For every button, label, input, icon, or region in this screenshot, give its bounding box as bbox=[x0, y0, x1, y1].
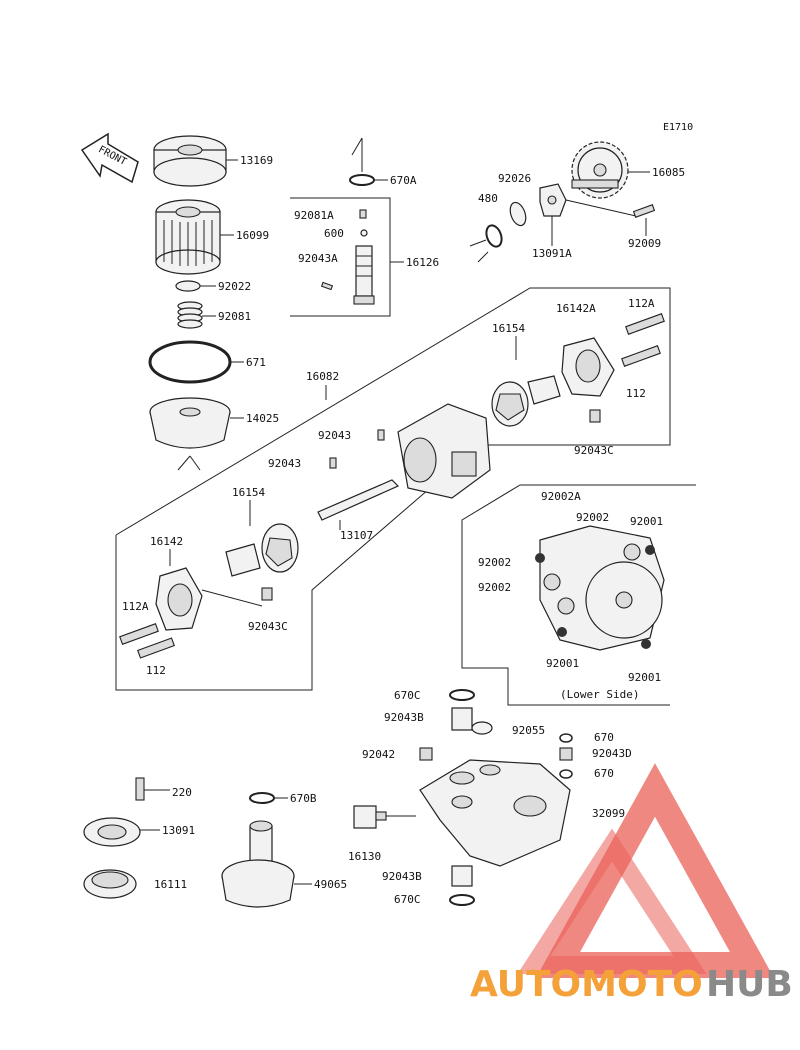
label-92026: 92026 bbox=[498, 172, 531, 185]
part-13107-shaft bbox=[317, 479, 400, 521]
label-671: 671 bbox=[246, 356, 266, 369]
label-92001-b: 92001 bbox=[546, 657, 579, 670]
label-16130: 16130 bbox=[348, 850, 381, 863]
label-670C-bot: 670C bbox=[394, 893, 421, 906]
label-14025: 14025 bbox=[246, 412, 279, 425]
part-670B-o-ring bbox=[249, 792, 275, 804]
label-16142A: 16142A bbox=[556, 302, 596, 315]
label-13091A: 13091A bbox=[532, 247, 572, 260]
label-92055: 92055 bbox=[512, 724, 545, 737]
label-92043B-bot: 92043B bbox=[382, 870, 422, 883]
part-16130-fitting bbox=[353, 805, 387, 829]
label-16099: 16099 bbox=[236, 229, 269, 242]
label-92043C-left: 92043C bbox=[248, 620, 288, 633]
label-16085: 16085 bbox=[652, 166, 685, 179]
label-112-left: 112 bbox=[146, 664, 166, 677]
part-pump-lower-side bbox=[535, 525, 665, 651]
label-670A: 670A bbox=[390, 174, 417, 187]
label-92002-a: 92002 bbox=[576, 511, 609, 524]
part-16111-screen bbox=[83, 869, 137, 899]
label-92001-c: 92001 bbox=[628, 671, 661, 684]
label-92043-1: 92043 bbox=[318, 429, 351, 442]
label-92001-a: 92001 bbox=[630, 515, 663, 528]
label-92042: 92042 bbox=[362, 748, 395, 761]
part-16154-rotor-left bbox=[225, 523, 299, 577]
part-16142A-cover bbox=[561, 337, 615, 397]
label-16154-top: 16154 bbox=[492, 322, 525, 335]
label-92002-b: 92002 bbox=[478, 556, 511, 569]
label-670B: 670B bbox=[290, 792, 317, 805]
part-16154-rotor-top bbox=[491, 375, 561, 427]
label-92002A: 92002A bbox=[541, 490, 581, 503]
part-16085-gear bbox=[571, 141, 629, 199]
watermark-text: AUTOMOTO HUB bbox=[470, 964, 793, 1005]
label-112-top: 112 bbox=[626, 387, 646, 400]
part-14025-cover bbox=[149, 397, 231, 449]
label-480: 480 bbox=[478, 192, 498, 205]
watermark-brand-part2: HUB bbox=[706, 964, 793, 1005]
part-pump-body bbox=[397, 403, 491, 499]
label-112A-left: 112A bbox=[122, 600, 149, 613]
lower-side-label: (Lower Side) bbox=[560, 688, 639, 701]
label-92043A: 92043A bbox=[298, 252, 338, 265]
part-670A-o-ring bbox=[349, 174, 375, 186]
part-13091A-plate bbox=[539, 183, 567, 217]
label-16126: 16126 bbox=[406, 256, 439, 269]
label-670-a: 670 bbox=[594, 731, 614, 744]
label-16154-left: 16154 bbox=[232, 486, 265, 499]
part-16142-cover bbox=[155, 567, 203, 631]
label-92081: 92081 bbox=[218, 310, 251, 323]
label-220: 220 bbox=[172, 786, 192, 799]
label-16082: 16082 bbox=[306, 370, 339, 383]
part-671-o-ring bbox=[148, 340, 232, 384]
part-16099-oil-filter bbox=[155, 199, 221, 275]
label-92043B-top: 92043B bbox=[384, 711, 424, 724]
label-16142: 16142 bbox=[150, 535, 183, 548]
part-16126-relief-valve bbox=[353, 245, 375, 305]
watermark-brand-part1: AUTOMOTO bbox=[470, 964, 703, 1005]
part-13169-cap bbox=[153, 135, 227, 187]
label-670-b: 670 bbox=[594, 767, 614, 780]
label-92081A: 92081A bbox=[294, 209, 334, 222]
label-92043C-top: 92043C bbox=[574, 444, 614, 457]
part-32099-housing bbox=[419, 759, 571, 867]
diagram-code: E1710 bbox=[663, 122, 693, 133]
label-600: 600 bbox=[324, 227, 344, 240]
label-92043D: 92043D bbox=[592, 747, 632, 760]
label-13091: 13091 bbox=[162, 824, 195, 837]
label-16111: 16111 bbox=[154, 878, 187, 891]
watermark-logo bbox=[517, 763, 775, 978]
part-92081-spring bbox=[177, 301, 203, 329]
part-49065-strainer bbox=[221, 820, 295, 908]
label-92022: 92022 bbox=[218, 280, 251, 293]
label-49065: 49065 bbox=[314, 878, 347, 891]
label-112A-top: 112A bbox=[628, 297, 655, 310]
label-13169: 13169 bbox=[240, 154, 273, 167]
label-670C-top: 670C bbox=[394, 689, 421, 702]
front-arrow-icon: FRONT bbox=[80, 132, 139, 184]
label-92043-2: 92043 bbox=[268, 457, 301, 470]
label-92009: 92009 bbox=[628, 237, 661, 250]
part-13091-plate bbox=[83, 817, 141, 847]
label-32099: 32099 bbox=[592, 807, 625, 820]
part-92022-washer bbox=[175, 280, 201, 292]
label-13107: 13107 bbox=[340, 529, 373, 542]
label-92002-c: 92002 bbox=[478, 581, 511, 594]
